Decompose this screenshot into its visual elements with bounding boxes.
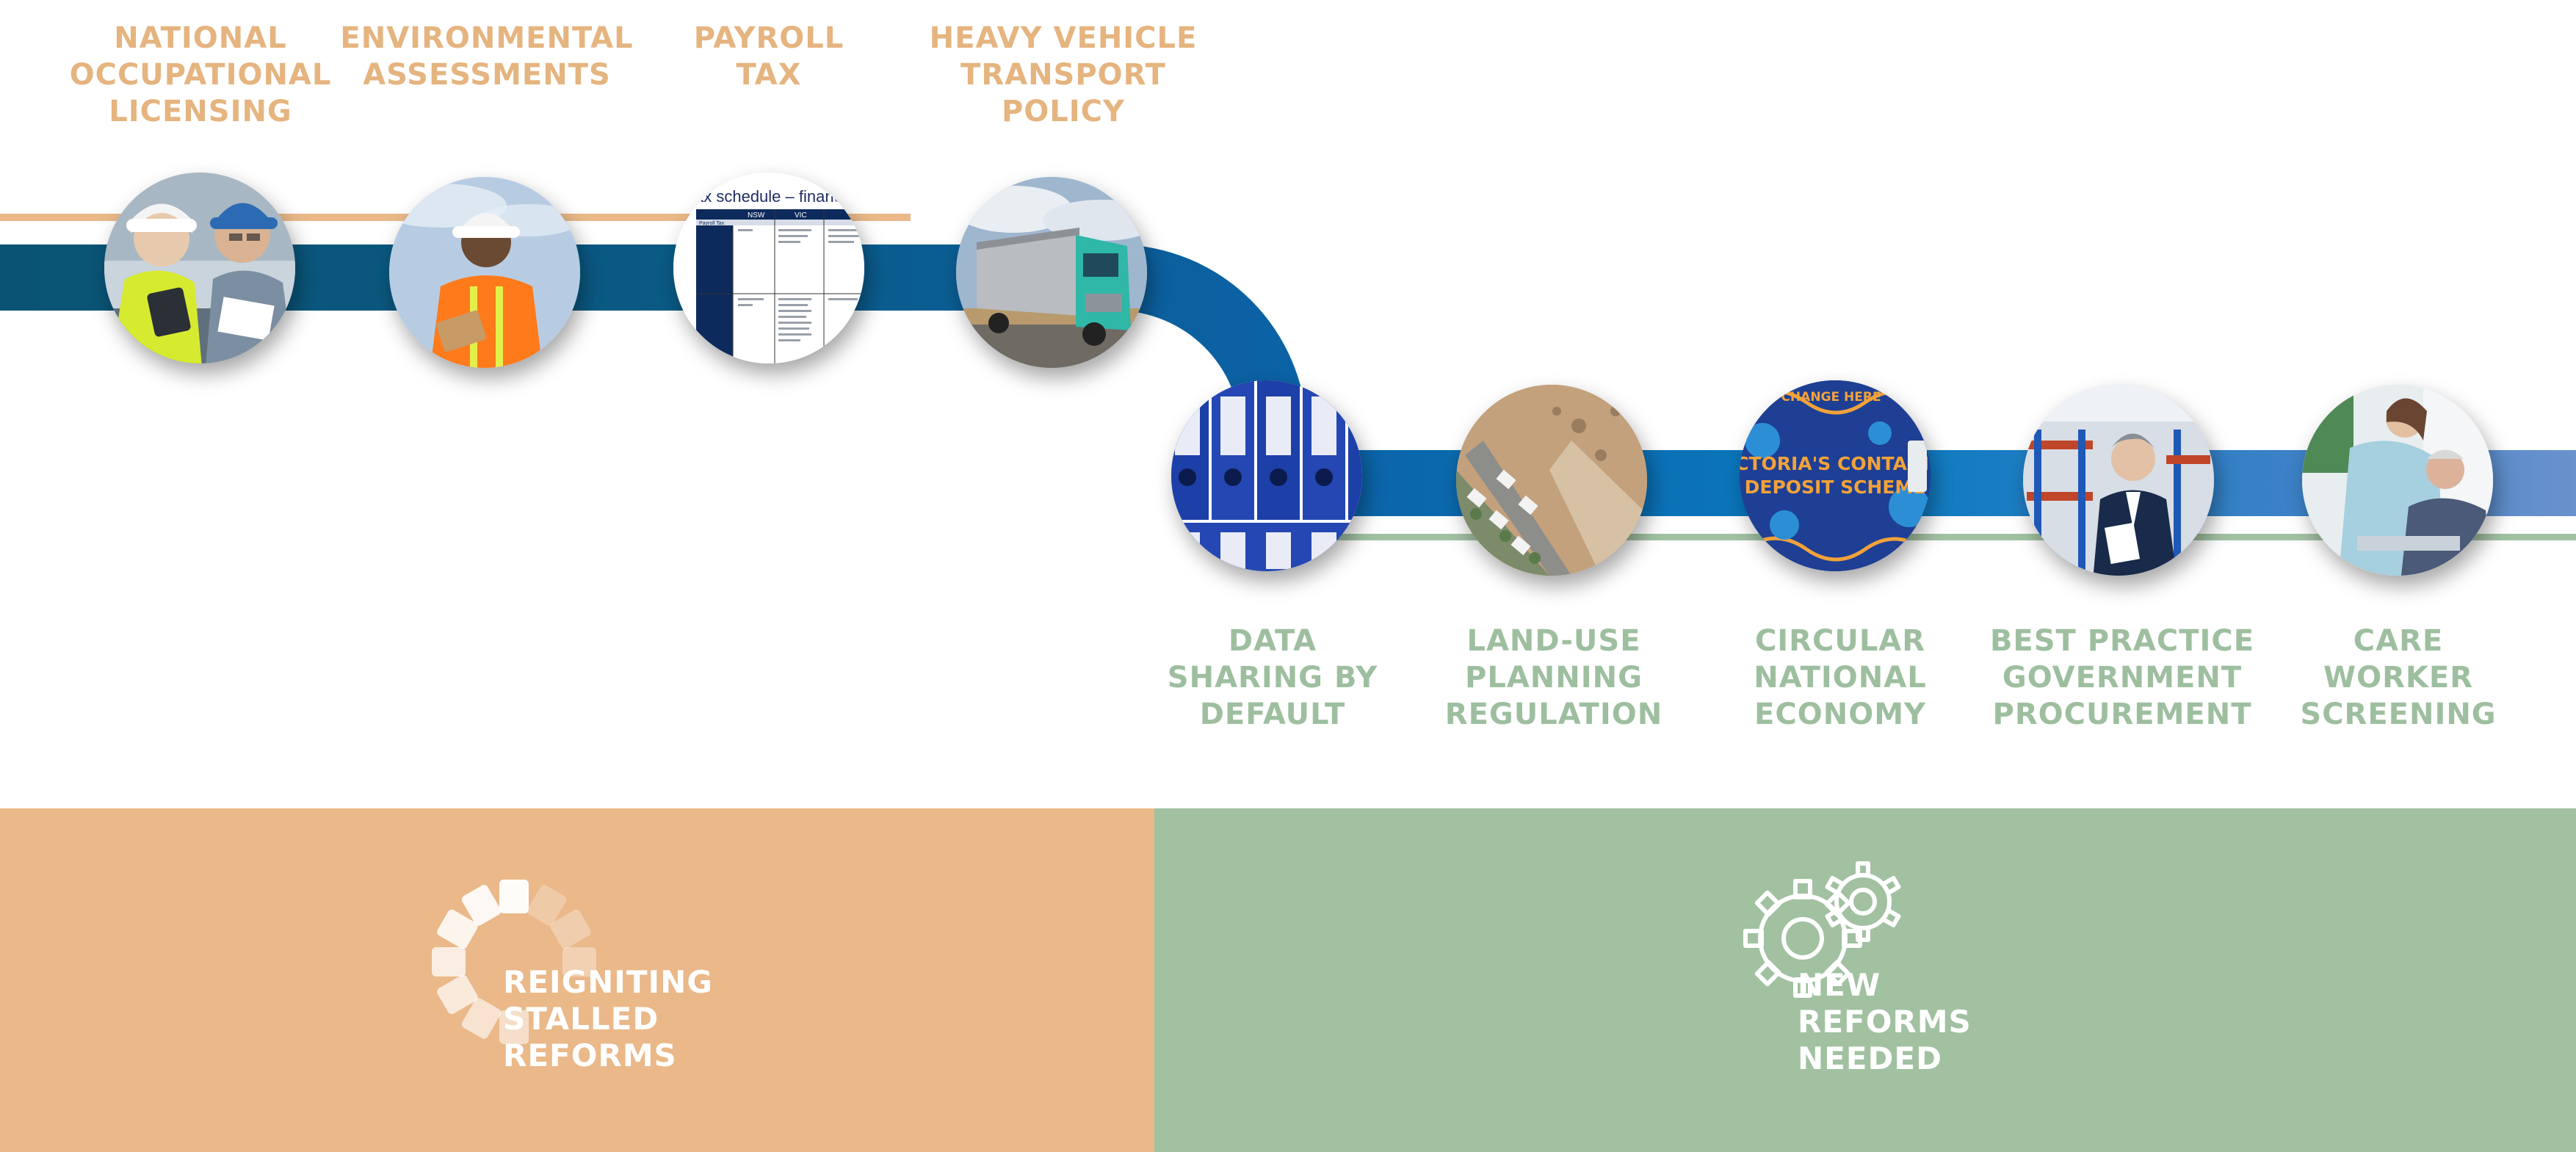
label-payroll-tax: PAYROLL TAX (693, 21, 844, 92)
label-procurement: BEST PRACTICE GOVERNMENT PROCUREMENT (1989, 624, 2255, 731)
new-thin-line (1322, 534, 2576, 540)
tax-document-title: Tax schedule – financi (687, 187, 845, 206)
label-data-sharing: DATA SHARING BY DEFAULT (1167, 624, 1378, 731)
label-environmental-assessments: ENVIRONMENTAL ASSESSMENTS (340, 21, 634, 92)
tax-col-nsw: NSW (748, 211, 765, 220)
label-care-worker: CARE WORKER SCREENING (2300, 624, 2497, 731)
loading-spinner-icon (432, 880, 596, 1044)
truck-photo (956, 177, 1147, 368)
container-sign-line1: VICTORIA'S CONTAINER (1714, 453, 1955, 474)
label-land-use: LAND-USE PLANNING REGULATION (1444, 624, 1663, 731)
gears-icon (1743, 861, 1901, 998)
container-sign-banner: OR CHANGE HERE (1756, 390, 1881, 405)
container-sign-line2: DEPOSIT SCHEME (1745, 477, 1926, 498)
warehouse-procurement-photo (2023, 385, 2214, 576)
label-circular-economy: CIRCULAR NATIONAL ECONOMY (1754, 624, 1927, 731)
tax-schedule-document: Tax schedule – financi NSW VIC Payroll T… (673, 173, 864, 363)
stalled-reforms-title: REIGNITING STALLED REFORMS (503, 964, 713, 1073)
field-worker-tablet-photo (389, 177, 580, 368)
binders-photo (1171, 380, 1362, 571)
label-occupational-licensing: NATIONAL OCCUPATIONAL LICENSING (69, 21, 332, 128)
aerial-housing-photo (1456, 385, 1647, 576)
tax-col-vic: VIC (795, 211, 807, 220)
new-reforms-title: NEW REFORMS NEEDED (1798, 967, 1972, 1076)
care-worker-photo (2302, 385, 2493, 576)
label-heavy-vehicle: HEAVY VEHICLE TRANSPORT POLICY (929, 21, 1198, 128)
tax-row-payroll: Payroll Tax (699, 221, 725, 226)
construction-workers-photo (104, 173, 295, 363)
stalled-reforms-panel (0, 808, 1154, 1152)
container-deposit-photo: OR CHANGE HERE VICTORIA'S CONTAINER DEPO… (1714, 380, 1955, 571)
